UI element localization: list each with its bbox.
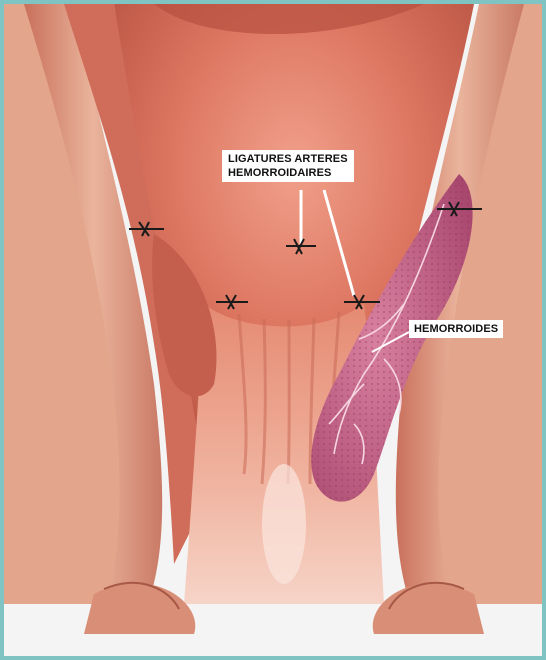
ligatures-label: LIGATURES ARTERES HEMORROIDAIRES	[222, 150, 354, 182]
hemorroides-label-text: HEMORROIDES	[414, 322, 498, 336]
canal-highlight	[262, 464, 306, 584]
ligatures-label-line2: HEMORROIDAIRES	[228, 166, 348, 180]
ligatures-label-line1: LIGATURES ARTERES	[228, 152, 348, 166]
hemorroides-label: HEMORROIDES	[409, 320, 503, 338]
